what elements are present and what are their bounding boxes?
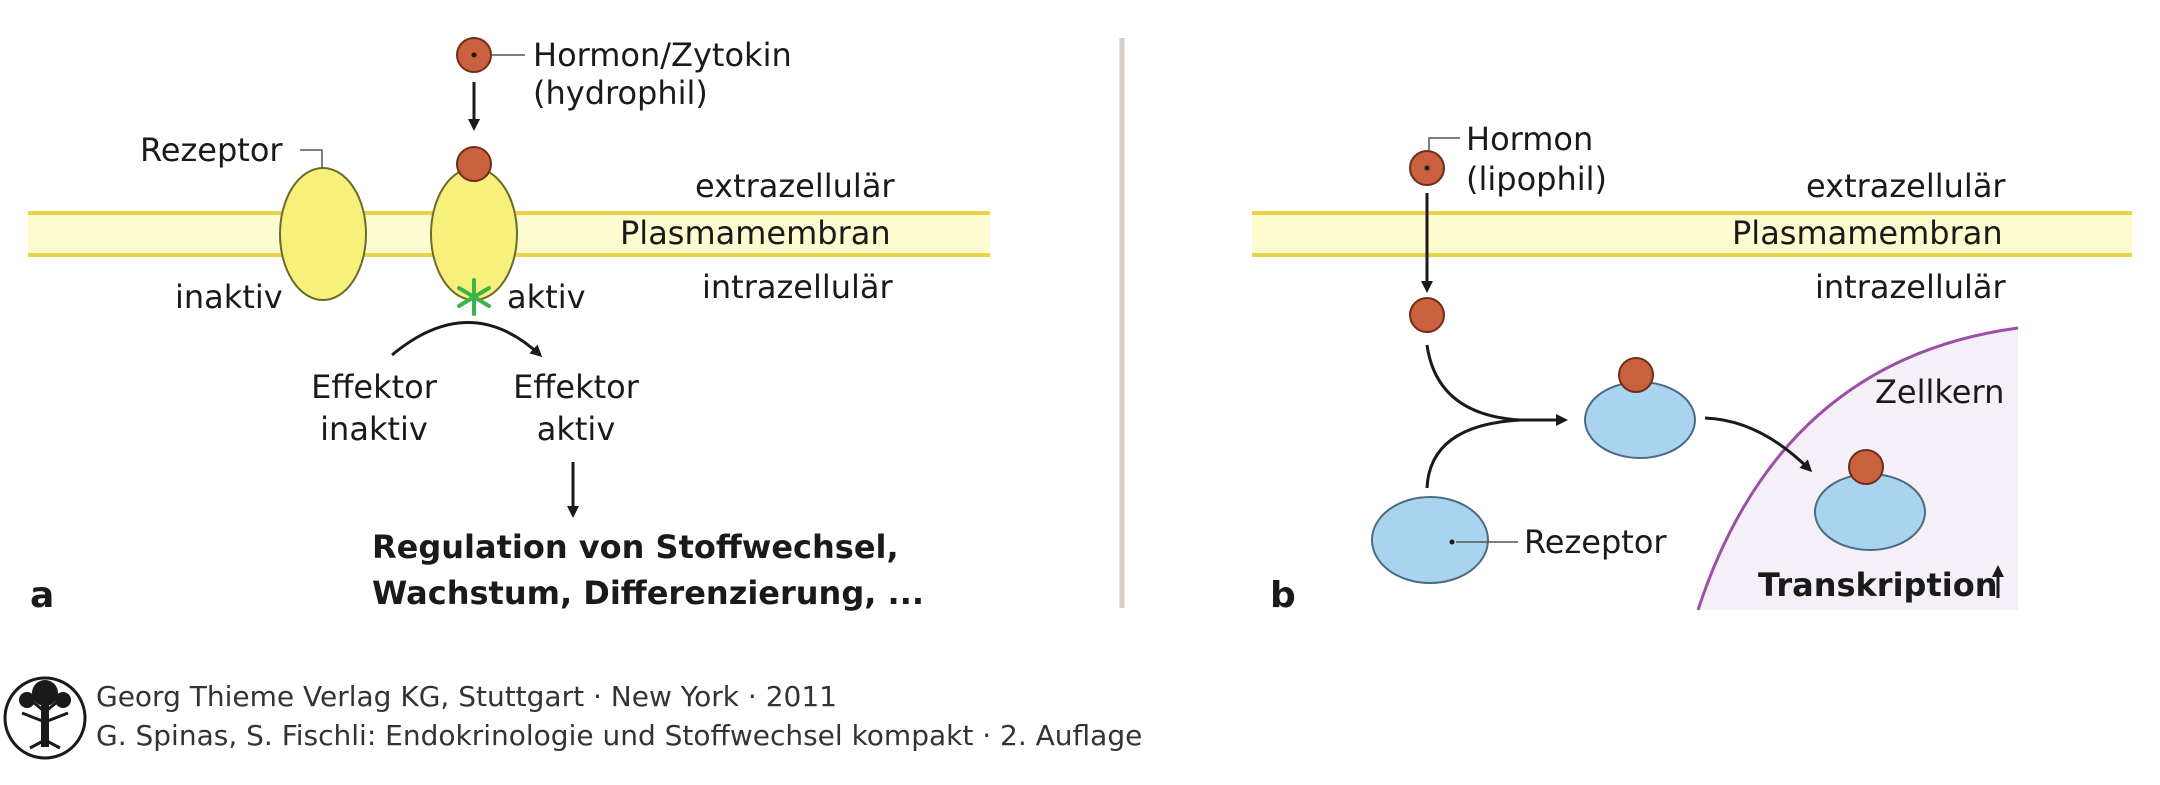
hormone-type-label: (lipophil) bbox=[1466, 160, 1607, 198]
effector-active-label: Effektor bbox=[513, 368, 640, 406]
panel-letter-b: b bbox=[1270, 575, 1296, 616]
hormone-icon bbox=[1848, 449, 1884, 485]
inactive-label: inaktiv bbox=[175, 278, 283, 316]
receptor-path bbox=[1425, 418, 1521, 489]
receptor-icon bbox=[279, 167, 367, 301]
regulation-line-1: Regulation von Stoffwechsel, bbox=[372, 528, 899, 566]
extracellular-label: extrazellulär bbox=[695, 167, 895, 205]
transcription-label: Transkription bbox=[1758, 566, 1997, 604]
hormone-path bbox=[1425, 344, 1521, 422]
intracellular-label: intrazellulär bbox=[1815, 268, 2007, 306]
effector-active-state: aktiv bbox=[537, 410, 616, 448]
hormone-icon bbox=[1409, 297, 1445, 333]
regulation-line-2: Wachstum, Differenzierung, ... bbox=[372, 574, 924, 612]
effector-activation-arrow bbox=[391, 321, 543, 358]
receptor-pointer bbox=[300, 149, 323, 168]
panel-b: Hormon (lipophil) extrazellulär Plasmame… bbox=[1252, 120, 2132, 616]
effector-inactive-label: Effektor bbox=[311, 368, 438, 406]
receptor-icon bbox=[1584, 381, 1696, 459]
nucleus-label: Zellkern bbox=[1875, 373, 2004, 411]
receptor-center-dot bbox=[1449, 539, 1455, 545]
receptor-icon bbox=[1814, 473, 1926, 551]
tree-logo-icon bbox=[3, 676, 87, 760]
plasma-membrane-b bbox=[1252, 211, 2132, 257]
panel-letter-a: a bbox=[30, 575, 54, 616]
receptor-label: Rezeptor bbox=[140, 131, 283, 169]
nuclear-envelope bbox=[1696, 326, 2019, 611]
credit-line-2: G. Spinas, S. Fischli: Endokrinologie un… bbox=[96, 719, 1142, 752]
nuclear-import-arrow bbox=[1704, 416, 1813, 473]
membrane-label: Plasmamembran bbox=[620, 214, 891, 252]
active-label: aktiv bbox=[507, 278, 586, 316]
intracellular-label: intrazellulär bbox=[702, 268, 894, 306]
panel-a: Hormon/Zytokin (hydrophil) Rezeptor extr… bbox=[28, 36, 990, 616]
effector-inactive-state: inaktiv bbox=[320, 410, 428, 448]
credit-line-1: Georg Thieme Verlag KG, Stuttgart · New … bbox=[96, 680, 837, 713]
hormone-icon bbox=[1618, 357, 1654, 393]
hormone-center-dot bbox=[471, 52, 477, 58]
publisher-credit: Georg Thieme Verlag KG, Stuttgart · New … bbox=[3, 676, 1142, 760]
hormone-type-label: (hydrophil) bbox=[533, 74, 708, 112]
membrane-label: Plasmamembran bbox=[1732, 214, 2003, 252]
hormone-label: Hormon bbox=[1466, 120, 1593, 158]
hormone-icon bbox=[456, 146, 492, 182]
receptor-label: Rezeptor bbox=[1524, 523, 1667, 561]
hormone-label: Hormon/Zytokin bbox=[533, 36, 792, 74]
activation-star-icon bbox=[457, 278, 491, 316]
extracellular-label: extrazellulär bbox=[1806, 167, 2006, 205]
hormone-pointer bbox=[1428, 137, 1460, 150]
hormone-center-dot bbox=[1424, 165, 1430, 171]
receptor-icon bbox=[1371, 496, 1489, 584]
